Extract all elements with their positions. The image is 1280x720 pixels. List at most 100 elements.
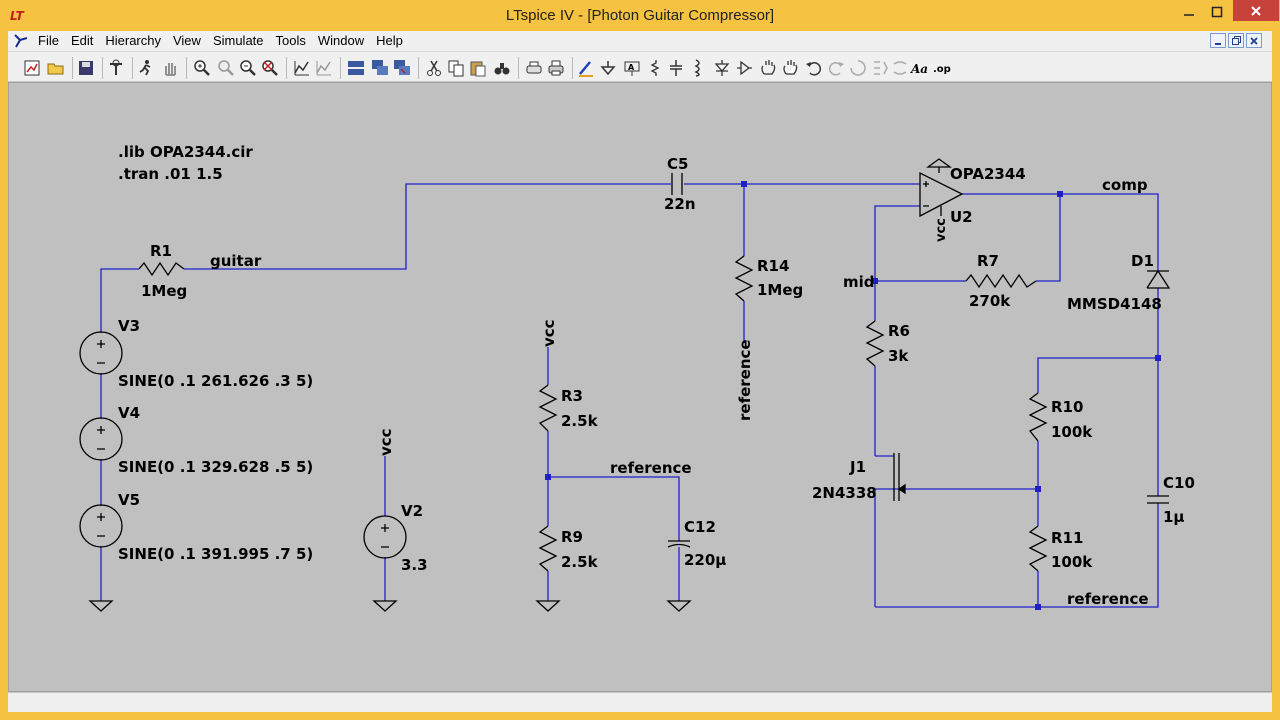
component-icon[interactable] <box>734 58 754 78</box>
u2-value[interactable]: OPA2344 <box>950 165 1026 183</box>
print-icon[interactable] <box>546 58 566 78</box>
diode-icon[interactable] <box>712 58 732 78</box>
menu-file[interactable]: File <box>38 33 59 48</box>
ground-icon[interactable] <box>598 58 618 78</box>
r9-value[interactable]: 2.5k <box>561 553 599 571</box>
d1-value[interactable]: MMSD4148 <box>1067 295 1162 313</box>
u2-name[interactable]: U2 <box>950 208 973 226</box>
v3-value[interactable]: SINE(0 .1 261.626 .3 5) <box>118 372 313 390</box>
copy-icon[interactable] <box>446 58 466 78</box>
waveform-icon[interactable] <box>314 58 334 78</box>
v2-name[interactable]: V2 <box>401 502 423 520</box>
j1-value[interactable]: 2N4338 <box>812 484 877 502</box>
c5-name[interactable]: C5 <box>667 155 688 173</box>
r1-value[interactable]: 1Meg <box>141 282 187 300</box>
c12-name[interactable]: C12 <box>684 518 716 536</box>
v2-value[interactable]: 3.3 <box>401 556 428 574</box>
pan-icon[interactable] <box>216 58 236 78</box>
draw-wire-icon[interactable] <box>576 58 596 78</box>
v5-name[interactable]: V5 <box>118 491 140 509</box>
net-label-vcc-r3[interactable]: vcc <box>540 319 558 347</box>
control-panel-icon[interactable] <box>106 58 126 78</box>
r7-value[interactable]: 270k <box>969 292 1011 310</box>
v4-name[interactable]: V4 <box>118 404 140 422</box>
menu-edit[interactable]: Edit <box>70 33 94 48</box>
r11-name[interactable]: R11 <box>1051 529 1083 547</box>
menu-help[interactable]: Help <box>376 33 403 48</box>
open-icon[interactable] <box>46 58 66 78</box>
schematic-canvas[interactable]: .lib OPA2344.cir .tran .01 1.5 R1 1Meg g… <box>8 82 1272 692</box>
r7-name[interactable]: R7 <box>977 252 999 270</box>
c12-value[interactable]: 220µ <box>684 551 726 569</box>
minimize-button[interactable] <box>1175 0 1203 24</box>
save-icon[interactable] <box>76 58 96 78</box>
c5-value[interactable]: 22n <box>664 195 696 213</box>
title-bar[interactable]: LT LTspice IV - [Photon Guitar Compresso… <box>0 0 1280 31</box>
maximize-button[interactable] <box>1203 0 1231 24</box>
tile-horizontal-icon[interactable] <box>346 58 366 78</box>
cascade-icon[interactable] <box>370 58 390 78</box>
r14-value[interactable]: 1Meg <box>757 281 803 299</box>
capacitor-icon[interactable] <box>666 58 686 78</box>
net-label-vcc-v2[interactable]: vcc <box>377 428 395 456</box>
autorange-icon[interactable] <box>292 58 312 78</box>
ltspice-logo-icon[interactable]: LT <box>9 7 25 23</box>
net-label-guitar[interactable]: guitar <box>210 252 262 270</box>
r6-name[interactable]: R6 <box>888 322 910 340</box>
net-label-reference-bottom[interactable]: reference <box>1067 590 1149 608</box>
schematic-drawing[interactable]: .lib OPA2344.cir .tran .01 1.5 R1 1Meg g… <box>9 83 1273 693</box>
move-icon[interactable] <box>758 58 778 78</box>
ltspice-doc-icon[interactable] <box>12 32 30 50</box>
lib-directive[interactable]: .lib OPA2344.cir <box>118 143 253 161</box>
spice-directive-icon[interactable]: .op <box>932 58 952 78</box>
menu-tools[interactable]: Tools <box>275 33 306 48</box>
r3-name[interactable]: R3 <box>561 387 583 405</box>
r14-name[interactable]: R14 <box>757 257 789 275</box>
menu-simulate[interactable]: Simulate <box>212 33 264 48</box>
run-icon[interactable] <box>136 58 156 78</box>
r9-name[interactable]: R9 <box>561 528 583 546</box>
v5-value[interactable]: SINE(0 .1 391.995 .7 5) <box>118 545 313 563</box>
net-label-mid[interactable]: mid <box>843 273 875 291</box>
mirror-icon[interactable] <box>870 58 890 78</box>
find-icon[interactable] <box>492 58 512 78</box>
c10-value[interactable]: 1µ <box>1163 508 1184 526</box>
d1-name[interactable]: D1 <box>1131 252 1154 270</box>
redo-icon[interactable] <box>826 58 846 78</box>
r6-value[interactable]: 3k <box>888 347 909 365</box>
inductor-icon[interactable] <box>688 58 708 78</box>
r11-value[interactable]: 100k <box>1051 553 1093 571</box>
new-schematic-icon[interactable] <box>22 58 42 78</box>
doc-restore-button[interactable] <box>1228 33 1244 48</box>
net-label-reference-r3[interactable]: reference <box>610 459 692 477</box>
text-icon[interactable]: Aa <box>910 58 930 78</box>
net-label-comp[interactable]: comp <box>1102 176 1148 194</box>
tran-directive[interactable]: .tran .01 1.5 <box>118 165 223 183</box>
label-net-icon[interactable]: A <box>622 58 642 78</box>
close-button[interactable] <box>1233 0 1279 21</box>
j1-name[interactable]: J1 <box>849 458 866 476</box>
r10-value[interactable]: 100k <box>1051 423 1093 441</box>
c10-name[interactable]: C10 <box>1163 474 1195 492</box>
net-label-reference-r14[interactable]: reference <box>736 339 754 421</box>
r3-value[interactable]: 2.5k <box>561 412 599 430</box>
zoom-out-icon[interactable] <box>238 58 258 78</box>
paste-icon[interactable] <box>468 58 488 78</box>
halt-icon[interactable] <box>160 58 180 78</box>
menu-view[interactable]: View <box>172 33 201 48</box>
doc-minimize-button[interactable] <box>1210 33 1226 48</box>
print-setup-icon[interactable] <box>524 58 544 78</box>
undo-icon[interactable] <box>804 58 824 78</box>
resistor-icon[interactable] <box>644 58 664 78</box>
drag-icon[interactable] <box>780 58 800 78</box>
mirror-y-icon[interactable] <box>890 58 910 78</box>
cut-icon[interactable] <box>424 58 444 78</box>
doc-close-button[interactable] <box>1246 33 1262 48</box>
u2-supply-label[interactable]: vcc <box>934 218 949 242</box>
zoom-in-icon[interactable] <box>192 58 212 78</box>
v4-value[interactable]: SINE(0 .1 329.628 .5 5) <box>118 458 313 476</box>
rotate-icon[interactable] <box>848 58 868 78</box>
zoom-fit-icon[interactable] <box>260 58 280 78</box>
r1-name[interactable]: R1 <box>150 242 172 260</box>
v3-name[interactable]: V3 <box>118 317 140 335</box>
